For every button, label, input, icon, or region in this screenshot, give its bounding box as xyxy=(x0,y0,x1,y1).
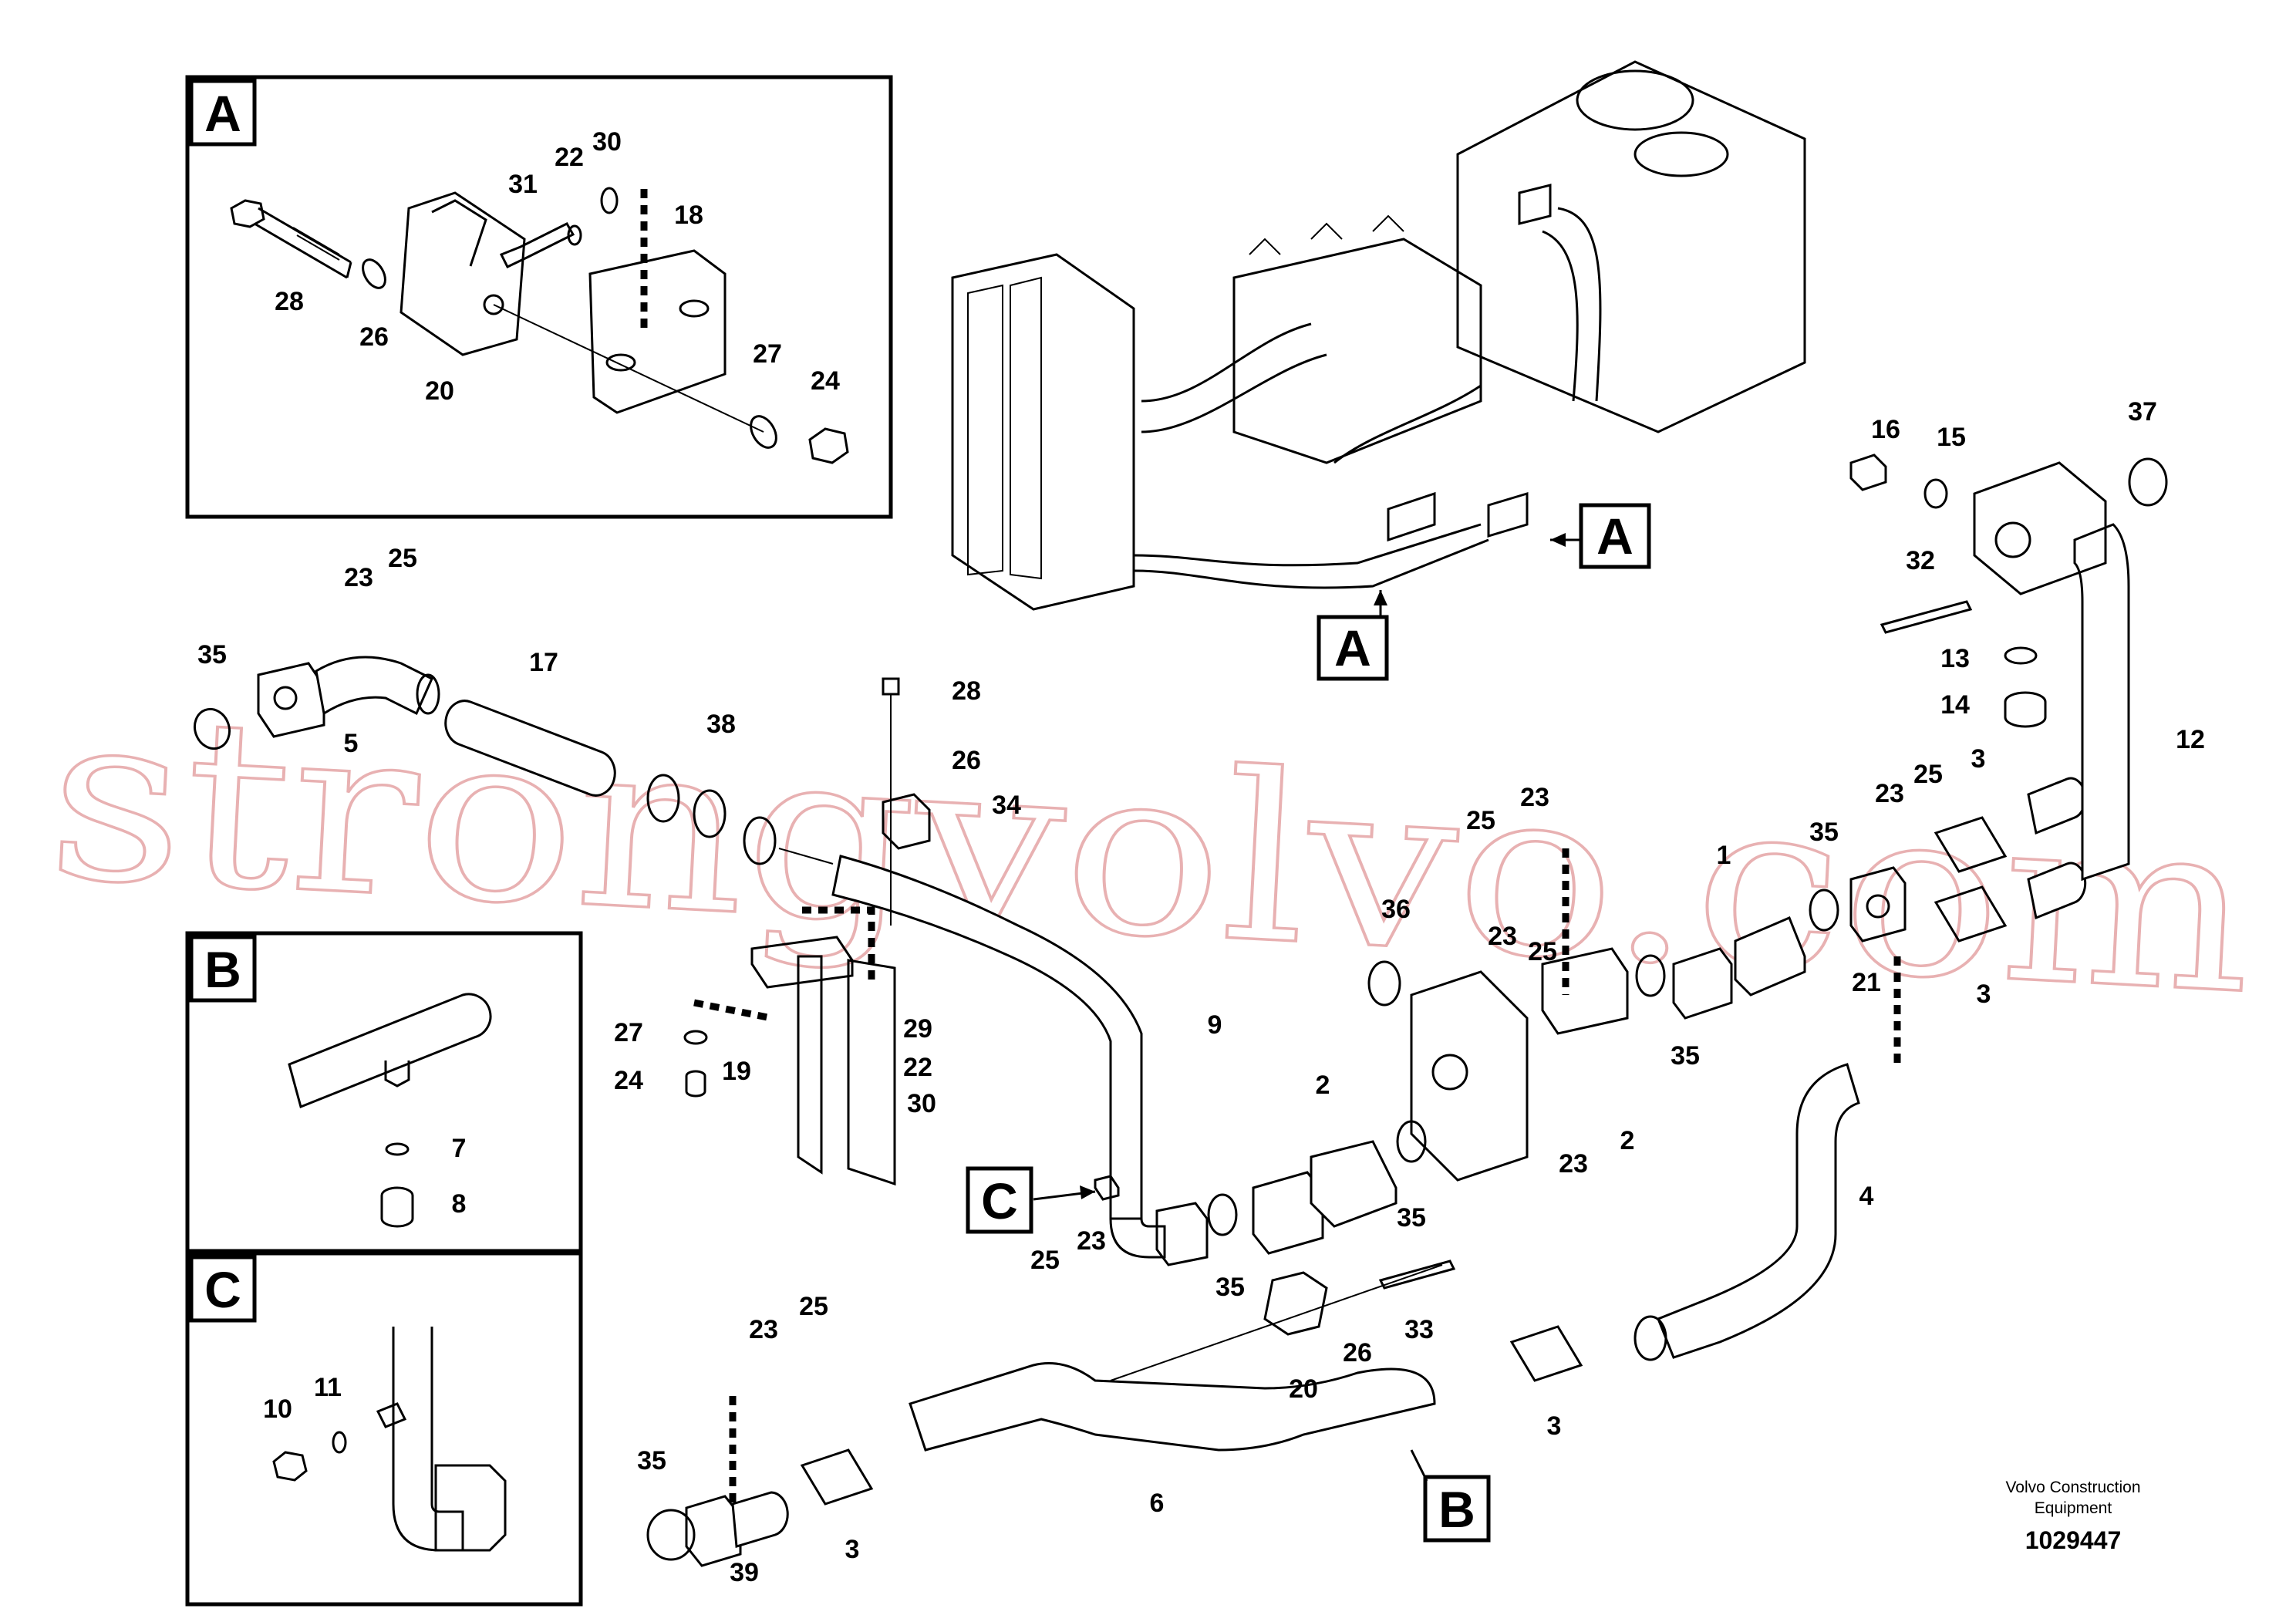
marker-a-upper-label: A xyxy=(1596,508,1633,565)
part-label-3-bottom: 3 xyxy=(845,1535,860,1564)
part-number-labels: 28 26 20 31 22 30 18 27 24 7 8 10 11 23 … xyxy=(197,127,2205,1587)
part-label-25-upper-left: 25 xyxy=(388,544,417,573)
part-label-3-right: 3 xyxy=(1977,980,1991,1009)
part-label-25-mid-low: 25 xyxy=(1030,1246,1060,1275)
detail-b-label: B xyxy=(204,941,241,998)
part-label-35-right-mid: 35 xyxy=(1671,1041,1700,1071)
footer-company-line2: Equipment xyxy=(2035,1499,2112,1517)
part-label-35-bottom: 35 xyxy=(637,1446,666,1475)
machine-assembly xyxy=(951,60,1806,611)
part-label-3-upper: 3 xyxy=(1971,744,1986,774)
part-label-27-a: 27 xyxy=(753,339,782,369)
footer-company-line1: Volvo Construction xyxy=(2005,1479,2140,1496)
part-label-1: 1 xyxy=(1717,841,1731,870)
part-label-14: 14 xyxy=(1940,690,1970,720)
part-label-25-mid: 25 xyxy=(1528,937,1557,966)
detail-view-a: A xyxy=(185,75,893,519)
part-label-2-center: 2 xyxy=(1620,1126,1635,1155)
part-label-17: 17 xyxy=(529,648,558,677)
view-marker-c: C xyxy=(966,1166,1096,1234)
part-label-4: 4 xyxy=(1859,1182,1874,1211)
detail-view-b: B xyxy=(185,931,583,1253)
part-label-35-mid: 35 xyxy=(1397,1203,1426,1233)
part-label-25-right: 25 xyxy=(1913,760,1943,789)
pipe-1-2-block xyxy=(1207,457,2168,1255)
part-label-27-main: 27 xyxy=(614,1018,643,1047)
part-label-18: 18 xyxy=(674,201,703,230)
part-label-37: 37 xyxy=(2128,397,2157,427)
view-marker-b: B xyxy=(1410,1449,1491,1543)
part-label-23-right: 23 xyxy=(1875,779,1904,808)
pipe-4 xyxy=(1633,956,1901,1361)
part-label-39: 39 xyxy=(730,1558,759,1587)
part-label-23-center: 23 xyxy=(1559,1149,1588,1179)
part-label-8: 8 xyxy=(452,1189,467,1219)
part-label-12: 12 xyxy=(2176,725,2205,754)
part-label-22-main: 22 xyxy=(903,1053,932,1082)
part-label-35-right: 35 xyxy=(1809,818,1839,847)
part-label-20-main: 20 xyxy=(1289,1374,1318,1404)
part-label-36: 36 xyxy=(1381,895,1411,924)
part-label-38: 38 xyxy=(706,710,736,739)
part-label-21: 21 xyxy=(1852,968,1881,997)
watermark: strongvolvo.com xyxy=(42,661,2259,1045)
part-label-24-a: 24 xyxy=(811,366,840,396)
part-label-24-main: 24 xyxy=(614,1066,643,1095)
part-label-28-a: 28 xyxy=(275,287,304,316)
pipe-5-17-group xyxy=(193,656,834,865)
part-label-26-main: 26 xyxy=(952,746,981,775)
part-label-25-bottom: 25 xyxy=(799,1292,828,1321)
part-label-19: 19 xyxy=(722,1057,751,1086)
part-label-6: 6 xyxy=(1150,1489,1165,1518)
part-label-9: 9 xyxy=(1208,1010,1222,1040)
part-label-23-bottom: 23 xyxy=(749,1315,778,1344)
part-label-26-a: 26 xyxy=(359,322,389,352)
detail-view-c: C xyxy=(185,1251,583,1607)
part-label-23-mid: 23 xyxy=(1488,922,1517,951)
marker-b-label: B xyxy=(1438,1481,1475,1538)
footer-drawing-number: 1029447 xyxy=(2025,1526,2122,1554)
part-label-13: 13 xyxy=(1940,644,1970,673)
pipe-9 xyxy=(831,855,1209,1266)
part-label-23-upper-left: 23 xyxy=(344,563,373,592)
part-label-31: 31 xyxy=(508,170,538,199)
part-label-26-bottom: 26 xyxy=(1343,1338,1372,1367)
detail-c-label: C xyxy=(204,1261,241,1318)
marker-a-lower-label: A xyxy=(1334,619,1371,676)
part-label-7: 7 xyxy=(452,1134,467,1163)
marker-c-label: C xyxy=(981,1172,1018,1229)
part-label-28-main: 28 xyxy=(952,676,981,706)
detail-a-label: A xyxy=(204,85,241,142)
bracket-19-group xyxy=(683,677,931,1186)
part-label-35-mid-left: 35 xyxy=(1215,1273,1245,1302)
part-label-25-mid-top: 25 xyxy=(1466,806,1495,835)
part-label-16: 16 xyxy=(1871,415,1900,444)
part-label-20-a: 20 xyxy=(425,376,454,406)
part-label-22-a: 22 xyxy=(555,143,584,172)
part-label-23-mid-top: 23 xyxy=(1520,783,1549,812)
part-label-10: 10 xyxy=(263,1394,292,1424)
part-label-2: 2 xyxy=(1316,1071,1330,1100)
view-marker-a-lower: A xyxy=(1317,590,1389,681)
part-label-30-a: 30 xyxy=(592,127,622,157)
part-label-35-upper-left: 35 xyxy=(197,640,227,669)
part-label-29: 29 xyxy=(903,1014,932,1044)
pipe-6 xyxy=(646,1259,1583,1567)
part-label-11: 11 xyxy=(314,1373,342,1402)
fittings-13-16 xyxy=(1849,454,2047,728)
footer-credit: Volvo Construction Equipment 1029447 xyxy=(2005,1479,2140,1554)
part-label-30-main: 30 xyxy=(907,1089,936,1118)
part-label-34: 34 xyxy=(992,791,1021,820)
part-label-23-mid-low: 23 xyxy=(1077,1226,1106,1256)
part-label-5: 5 xyxy=(344,729,359,758)
part-label-33: 33 xyxy=(1404,1315,1434,1344)
part-label-15: 15 xyxy=(1937,423,1966,452)
part-label-32: 32 xyxy=(1906,546,1935,575)
view-marker-a-upper: A xyxy=(1550,503,1651,569)
part-label-3-bottom-right: 3 xyxy=(1547,1411,1562,1441)
